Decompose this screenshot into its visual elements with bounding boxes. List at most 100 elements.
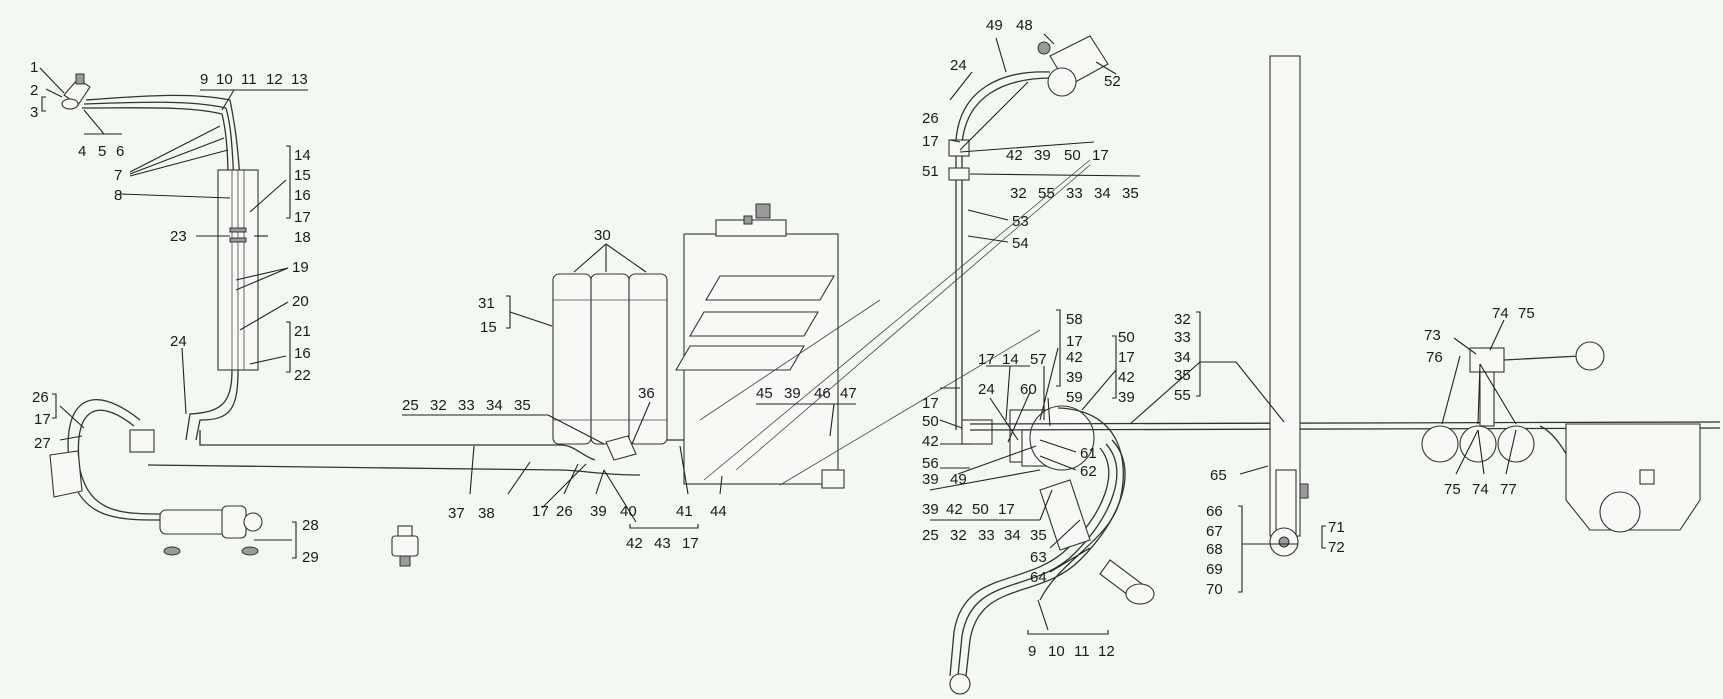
- callout-39: 39: [590, 503, 607, 520]
- top-left-valve: [61, 73, 91, 110]
- callout-18: 18: [294, 229, 311, 246]
- callout-34c: 34: [1004, 527, 1021, 544]
- callout-53: 53: [1012, 213, 1029, 230]
- callout-77: 77: [1500, 481, 1517, 498]
- callout-32c: 32: [950, 527, 967, 544]
- callout-12: 12: [266, 71, 283, 88]
- callout-45: 45: [756, 385, 773, 402]
- callout-2: 2: [30, 82, 38, 99]
- callout-16b: 16: [294, 345, 311, 362]
- callout-38: 38: [478, 505, 495, 522]
- callout-32d: 32: [1174, 311, 1191, 328]
- callout-17k: 17: [998, 501, 1015, 518]
- callout-72: 72: [1328, 539, 1345, 556]
- callout-17b: 17: [34, 411, 51, 428]
- callout-4: 4: [78, 143, 86, 160]
- callout-29: 29: [302, 549, 319, 566]
- callout-17c: 17: [532, 503, 549, 520]
- callout-41: 41: [676, 503, 693, 520]
- callout-50c: 50: [922, 413, 939, 430]
- callout-74b: 74: [1472, 481, 1489, 498]
- callout-75b: 75: [1444, 481, 1461, 498]
- callout-76: 76: [1426, 349, 1443, 366]
- callout-56: 56: [922, 455, 939, 472]
- lower-hose-loop: [949, 439, 1155, 695]
- callout-10: 10: [216, 71, 233, 88]
- callout-55b: 55: [1174, 387, 1191, 404]
- callout-15: 15: [294, 167, 311, 184]
- callout-1: 1: [30, 59, 38, 76]
- small-standalone-valve: [391, 525, 419, 567]
- callout-36: 36: [638, 385, 655, 402]
- callout-17j: 17: [922, 395, 939, 412]
- callout-42c: 42: [1066, 349, 1083, 366]
- callout-57: 57: [1030, 351, 1047, 368]
- callout-64: 64: [1030, 569, 1047, 586]
- callout-68: 68: [1206, 541, 1223, 558]
- callout-66: 66: [1206, 503, 1223, 520]
- callout-17e: 17: [922, 133, 939, 150]
- callout-labels: 1 2 3 4 5 6 7 8 9 10 11 12 13 14 15 16 1…: [30, 17, 1535, 660]
- callout-39g: 39: [922, 501, 939, 518]
- callout-74: 74: [1492, 305, 1509, 322]
- callout-17i: 17: [1118, 349, 1135, 366]
- callout-9: 9: [200, 71, 208, 88]
- callout-40: 40: [620, 503, 637, 520]
- callout-59: 59: [1066, 389, 1083, 406]
- callout-30: 30: [594, 227, 611, 244]
- callout-12b: 12: [1098, 643, 1115, 660]
- callout-10b: 10: [1048, 643, 1065, 660]
- callout-50b: 50: [1118, 329, 1135, 346]
- callout-42b: 42: [1006, 147, 1023, 164]
- callout-25b: 25: [922, 527, 939, 544]
- callout-27: 27: [34, 435, 51, 452]
- callout-39c: 39: [1034, 147, 1051, 164]
- callout-14b: 14: [1002, 351, 1019, 368]
- callout-32: 32: [430, 397, 447, 414]
- callout-49: 49: [986, 17, 1003, 34]
- callout-43: 43: [654, 535, 671, 552]
- callout-16: 16: [294, 187, 311, 204]
- callout-15b: 15: [480, 319, 497, 336]
- callout-75: 75: [1518, 305, 1535, 322]
- left-cab-assembly: [49, 73, 419, 567]
- callout-11: 11: [241, 71, 257, 88]
- callout-60: 60: [1020, 381, 1037, 398]
- leader-lines: [39, 33, 1517, 635]
- callout-17g: 17: [1066, 333, 1083, 350]
- callout-42: 42: [626, 535, 643, 552]
- callout-26b: 26: [556, 503, 573, 520]
- callout-50d: 50: [972, 501, 989, 518]
- callout-42f: 42: [946, 501, 963, 518]
- callout-26c: 26: [922, 110, 939, 127]
- bottom-left-cylinder: [159, 505, 263, 556]
- tall-lift-cylinder: [1269, 55, 1309, 557]
- callout-7: 7: [114, 167, 122, 184]
- callout-33c: 33: [978, 527, 995, 544]
- callout-34b: 34: [1094, 185, 1111, 202]
- callout-6: 6: [116, 143, 124, 160]
- callout-44: 44: [710, 503, 727, 520]
- callout-34d: 34: [1174, 349, 1191, 366]
- callout-17d: 17: [682, 535, 699, 552]
- callout-58: 58: [1066, 311, 1083, 328]
- callout-32b: 32: [1010, 185, 1027, 202]
- callout-48: 48: [1016, 17, 1033, 34]
- callout-21: 21: [294, 323, 311, 340]
- callout-5: 5: [98, 143, 106, 160]
- callout-3: 3: [30, 104, 38, 121]
- hose-reel-assembly: [1421, 341, 1701, 533]
- upper-cylinder-assembly: [948, 35, 1109, 430]
- callout-24b: 24: [950, 57, 967, 74]
- callout-46: 46: [814, 385, 831, 402]
- callout-34: 34: [486, 397, 503, 414]
- callout-70: 70: [1206, 581, 1223, 598]
- callout-17f: 17: [1092, 147, 1109, 164]
- callout-42e: 42: [922, 433, 939, 450]
- callout-39b: 39: [784, 385, 801, 402]
- callout-20: 20: [292, 293, 309, 310]
- callout-35: 35: [514, 397, 531, 414]
- callout-63: 63: [1030, 549, 1047, 566]
- callout-24c: 24: [978, 381, 995, 398]
